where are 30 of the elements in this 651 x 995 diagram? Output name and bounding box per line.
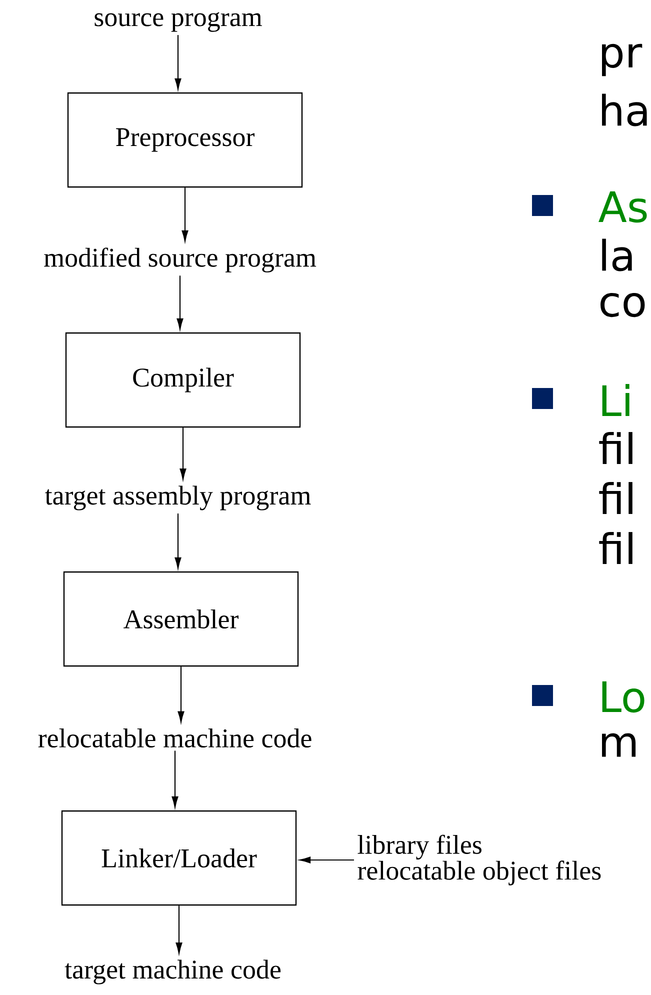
arrow bbox=[299, 856, 354, 864]
process-box: Assembler bbox=[63, 571, 299, 667]
arrow bbox=[180, 428, 186, 480]
arrow bbox=[172, 750, 178, 808]
input-label: library files relocatable object files bbox=[358, 834, 601, 886]
process-box: Compiler bbox=[65, 332, 301, 428]
process-box: Linker/Loader bbox=[61, 810, 297, 906]
arrow bbox=[182, 188, 188, 242]
slide-text: fil bbox=[599, 482, 632, 514]
slide-text: co bbox=[600, 292, 645, 318]
process-box: Preprocessor bbox=[67, 92, 303, 188]
slide-text: Lo bbox=[602, 681, 644, 713]
data-label: target machine code bbox=[64, 960, 281, 984]
slide-text: pr bbox=[602, 44, 642, 76]
slide-text: Li bbox=[602, 384, 630, 416]
arrow bbox=[174, 35, 182, 90]
data-label: source program bbox=[94, 12, 262, 32]
slide-text: fil bbox=[599, 432, 632, 464]
slide-text: As bbox=[598, 191, 647, 223]
slide-text: fil bbox=[599, 532, 632, 564]
data-label: target assembly program bbox=[45, 486, 311, 510]
arrow bbox=[174, 513, 182, 569]
arrow bbox=[178, 666, 184, 723]
arrow bbox=[176, 906, 182, 954]
slide-text: m bbox=[602, 733, 636, 757]
data-label: modified source program bbox=[44, 248, 316, 272]
slide-text: la bbox=[602, 238, 632, 272]
arrow bbox=[176, 276, 184, 330]
data-label: relocatable machine code bbox=[38, 728, 312, 748]
slide-text: ha bbox=[602, 94, 647, 126]
